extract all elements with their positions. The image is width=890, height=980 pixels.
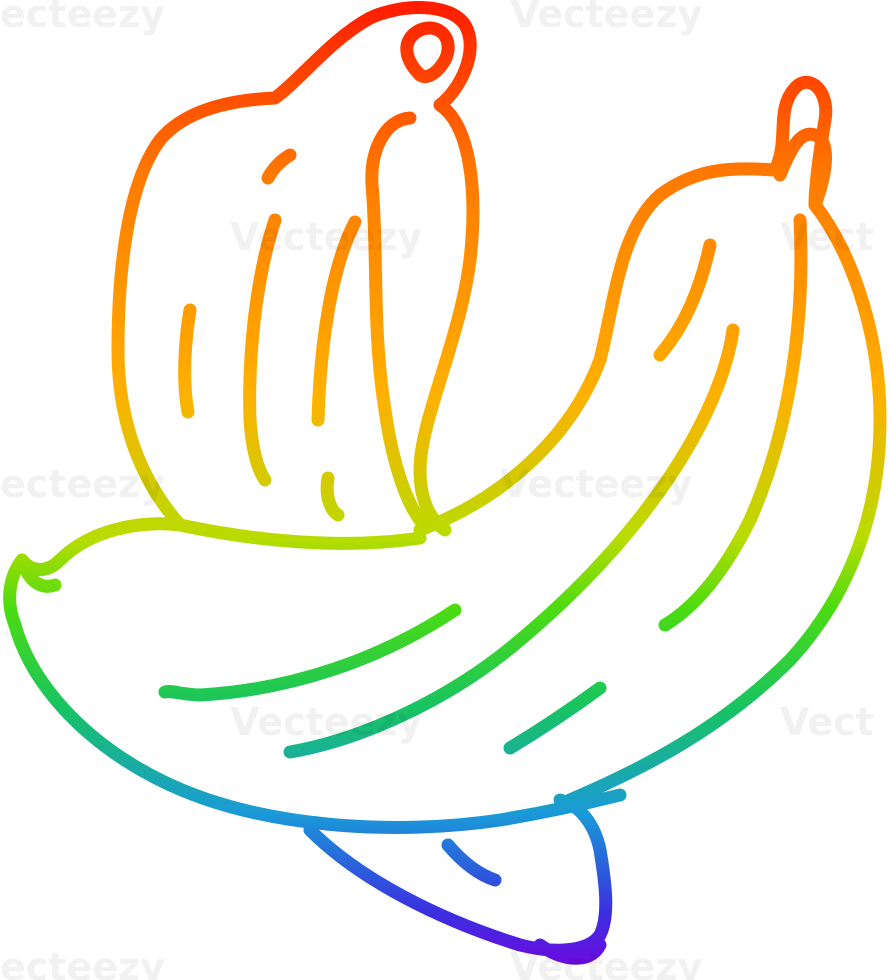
- banana-front-rib-2: [503, 681, 607, 755]
- banana-bottom-tip: [533, 938, 607, 965]
- banana-front-outline: [3, 517, 627, 834]
- banana-back-rib-1: [178, 303, 197, 419]
- banana-right-stem: [773, 127, 832, 212]
- banana-back-rib-2: [243, 213, 282, 487]
- banana-back-stem-curl: [400, 21, 455, 83]
- banana-back-inner-edge: [365, 111, 427, 527]
- banana-right-rib-1: [653, 238, 717, 362]
- banana-bottom-rib: [441, 838, 502, 887]
- banana-back-rib-4: [320, 471, 345, 522]
- banana-right-inner-edge: [658, 213, 808, 632]
- banana-front-rib-1: [158, 603, 462, 702]
- banana-back-tip-mark: [261, 148, 297, 185]
- banana-bottom-outline: [303, 793, 613, 957]
- banana-front-top-edge: [173, 518, 427, 550]
- banana-back-outline: [111, 1, 480, 537]
- banana-front-stem-end: [15, 553, 62, 593]
- banana-right-outline: [413, 75, 887, 807]
- banana-back-rib-3: [311, 215, 362, 427]
- banana-right-rib-2: [283, 323, 740, 759]
